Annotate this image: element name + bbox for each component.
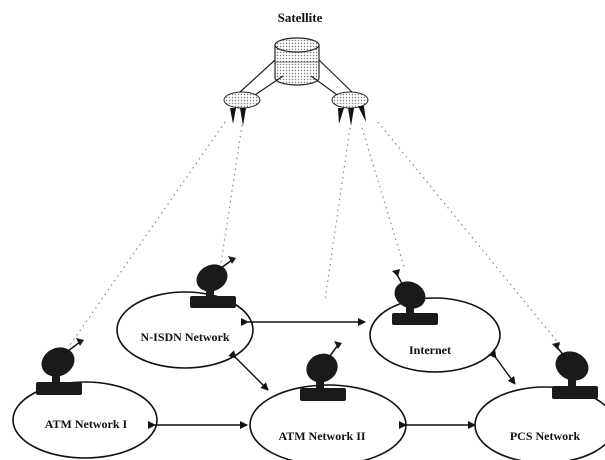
label-atm-network-1: ATM Network I: [45, 417, 128, 431]
dish-icon: [552, 342, 598, 399]
conn-internet-pcs: [488, 349, 516, 385]
satellite-links: [69, 121, 561, 346]
network-ellipses: [12, 291, 605, 460]
link-sat-pcs: [377, 121, 561, 346]
satellite: [223, 37, 369, 126]
connections: [148, 318, 516, 429]
link-sat-atm2: [324, 127, 351, 301]
link-sat-atm1: [69, 121, 226, 346]
dish-icon: [190, 256, 236, 308]
dish-icon: [392, 269, 438, 325]
label-internet: Internet: [409, 343, 451, 357]
satellite-label: Satellite: [278, 10, 323, 25]
conn-nisdn-atm2: [228, 350, 269, 391]
dish-icon: [300, 341, 346, 401]
link-sat-nisdn: [219, 124, 243, 271]
label-atm-network-2: ATM Network II: [278, 429, 365, 443]
ellipse-atm1: [12, 381, 158, 459]
ellipse-internet: [369, 297, 501, 373]
label-n-isdn-network: N-ISDN Network: [141, 330, 230, 344]
label-pcs-network: PCS Network: [510, 429, 581, 443]
ellipse-nisdn: [116, 291, 254, 369]
dish-icon: [36, 338, 84, 395]
link-sat-internet: [361, 127, 406, 271]
